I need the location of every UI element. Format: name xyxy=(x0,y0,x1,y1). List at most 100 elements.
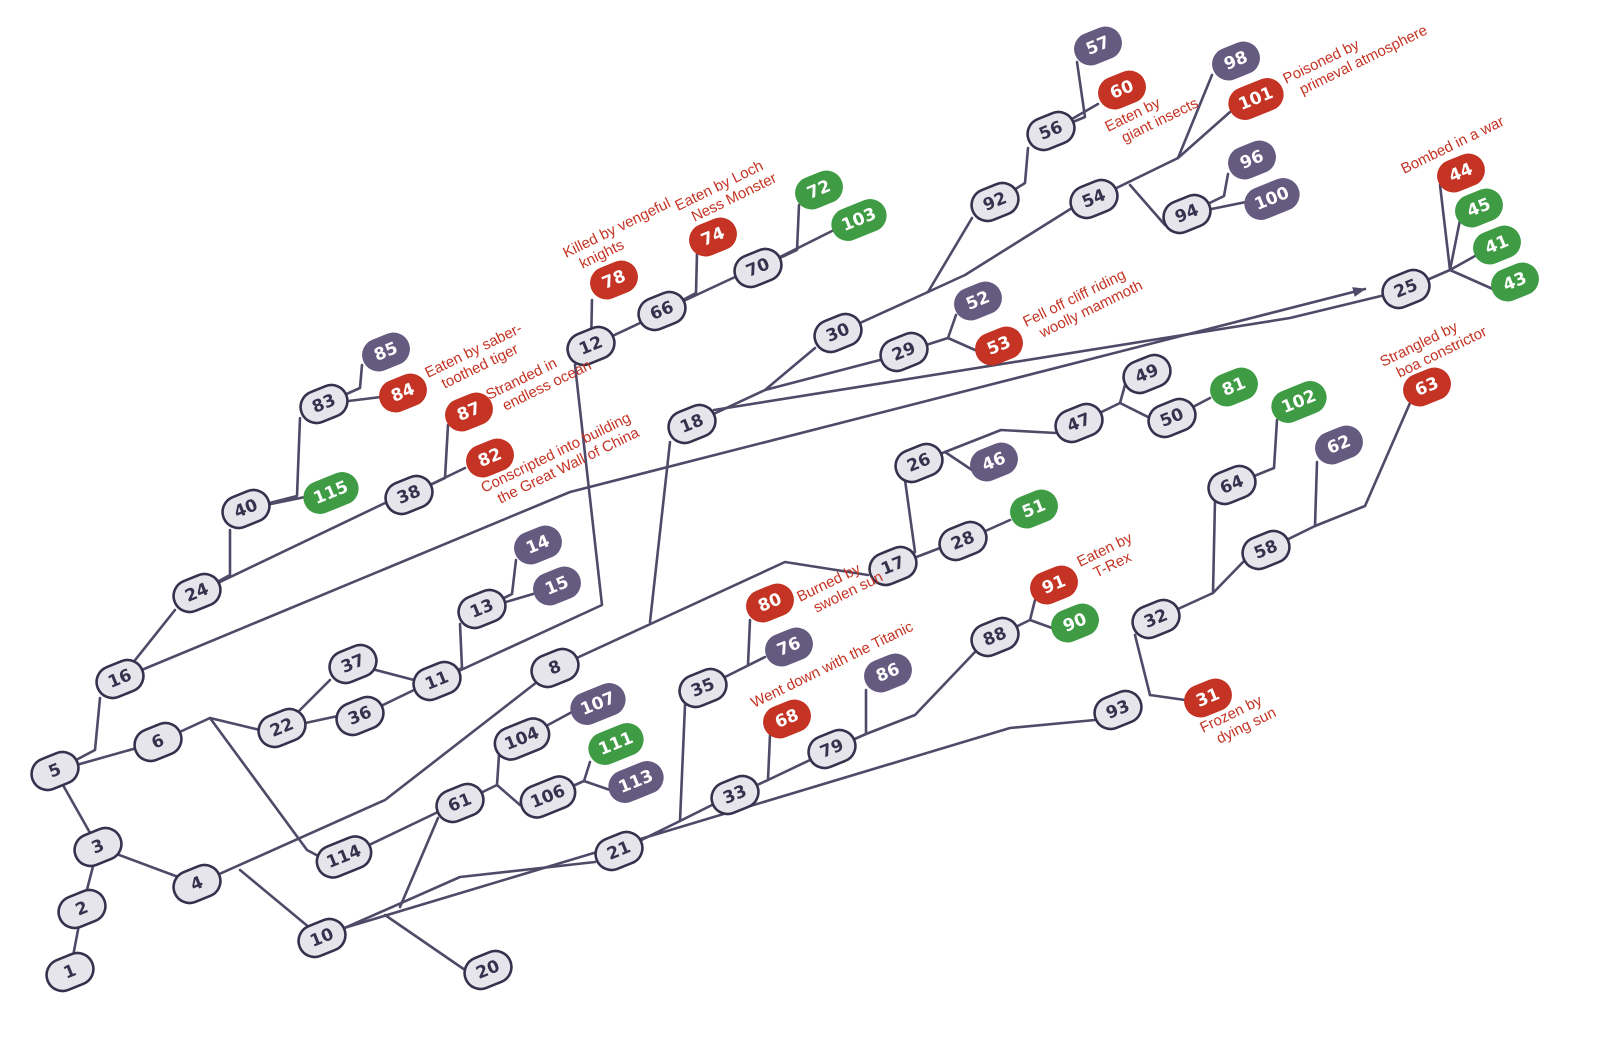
node-shape xyxy=(938,520,988,562)
link-10-93 xyxy=(342,718,1097,930)
node-shape xyxy=(384,474,434,516)
node-shape xyxy=(172,572,222,614)
node-24: 24 xyxy=(172,572,222,614)
link-33-79 xyxy=(766,758,812,782)
node-81: 81 xyxy=(1210,367,1258,407)
node-10: 10 xyxy=(297,917,347,959)
node-shape xyxy=(463,949,513,991)
node-11: 11 xyxy=(412,660,462,702)
node-41: 41 xyxy=(1473,225,1521,265)
node-47: 47 xyxy=(1054,402,1104,444)
node-64: 64 xyxy=(1207,464,1257,506)
node-63: 63 xyxy=(1403,367,1451,407)
link-93-32 xyxy=(1133,633,1152,697)
node-32: 32 xyxy=(1131,598,1181,640)
node-70: 70 xyxy=(733,247,783,289)
node-shape xyxy=(1026,110,1076,152)
link-10-20 xyxy=(383,913,467,972)
node-shape xyxy=(519,775,577,819)
node-61: 61 xyxy=(435,782,485,824)
node-shape xyxy=(1473,225,1521,265)
node-98: 98 xyxy=(1212,41,1260,81)
node-shape xyxy=(1069,178,1119,220)
node-20: 20 xyxy=(463,949,513,991)
node-66: 66 xyxy=(637,290,687,332)
node-38: 38 xyxy=(384,474,434,516)
node-shape xyxy=(299,383,349,425)
node-57: 57 xyxy=(1074,26,1122,66)
node-74: 74 xyxy=(689,217,737,257)
node-35: 35 xyxy=(678,667,728,709)
node-106: 106 xyxy=(519,775,577,819)
node-shape xyxy=(1093,689,1143,731)
node-shape xyxy=(608,761,664,803)
node-shape xyxy=(864,653,912,693)
node-shape xyxy=(970,181,1020,223)
node-54: 54 xyxy=(1069,178,1119,220)
node-101: 101 xyxy=(1228,78,1284,120)
node-shape xyxy=(172,863,222,905)
node-80: 80 xyxy=(746,583,794,623)
node-86: 86 xyxy=(864,653,912,693)
node-shape xyxy=(588,723,644,765)
page-nodes: 1234568101112131415161718202122242526282… xyxy=(30,26,1539,993)
link-88-90 xyxy=(1028,618,1054,630)
node-1: 1 xyxy=(45,951,95,993)
node-shape xyxy=(868,545,918,587)
node-115: 115 xyxy=(303,472,359,514)
node-114: 114 xyxy=(315,835,373,879)
node-58: 58 xyxy=(1241,529,1291,571)
link-54-101 xyxy=(1176,110,1232,160)
node-33: 33 xyxy=(710,774,760,816)
link-10-61 xyxy=(398,816,440,909)
link-4-8 xyxy=(195,666,557,886)
node-102: 102 xyxy=(1271,381,1327,423)
node-50: 50 xyxy=(1147,397,1197,439)
node-shape xyxy=(1455,188,1503,228)
node-62: 62 xyxy=(1315,425,1363,465)
node-36: 36 xyxy=(335,695,385,737)
node-85: 85 xyxy=(362,332,410,372)
node-shape xyxy=(412,660,462,702)
link-25-41 xyxy=(1448,254,1477,272)
node-72: 72 xyxy=(795,170,843,210)
node-93: 93 xyxy=(1093,689,1143,731)
node-shape xyxy=(765,627,813,667)
node-shape xyxy=(379,373,427,413)
node-92: 92 xyxy=(970,181,1020,223)
node-31: 31 xyxy=(1184,678,1232,718)
node-shape xyxy=(530,647,580,689)
node-shape xyxy=(95,658,145,700)
link-93-31 xyxy=(1148,693,1187,702)
node-shape xyxy=(1051,603,1099,643)
node-3: 3 xyxy=(73,826,123,868)
node-shape xyxy=(1271,381,1327,423)
node-shape xyxy=(831,199,887,241)
node-76: 76 xyxy=(765,627,813,667)
node-96: 96 xyxy=(1228,140,1276,180)
node-18: 18 xyxy=(667,403,717,445)
link-54-94 xyxy=(1128,183,1167,227)
node-43: 43 xyxy=(1491,262,1539,302)
link-30-54 xyxy=(926,206,1074,294)
node-5: 5 xyxy=(30,750,80,792)
node-104: 104 xyxy=(493,717,551,761)
link-21-33 xyxy=(678,803,714,823)
node-21: 21 xyxy=(594,830,644,872)
link-32-58 xyxy=(1211,558,1247,595)
node-8: 8 xyxy=(530,647,580,689)
node-84: 84 xyxy=(379,373,427,413)
node-45: 45 xyxy=(1455,188,1503,228)
node-shape xyxy=(457,588,507,630)
node-shape xyxy=(570,683,626,725)
node-shape xyxy=(315,835,373,879)
node-shape xyxy=(335,695,385,737)
ending-label-101: Poisoned byprimeval atmosphere xyxy=(1280,7,1430,103)
node-shape xyxy=(1074,26,1122,66)
node-49: 49 xyxy=(1122,353,1172,395)
node-shape xyxy=(328,643,378,685)
node-100: 100 xyxy=(1244,178,1300,220)
node-shape xyxy=(435,782,485,824)
